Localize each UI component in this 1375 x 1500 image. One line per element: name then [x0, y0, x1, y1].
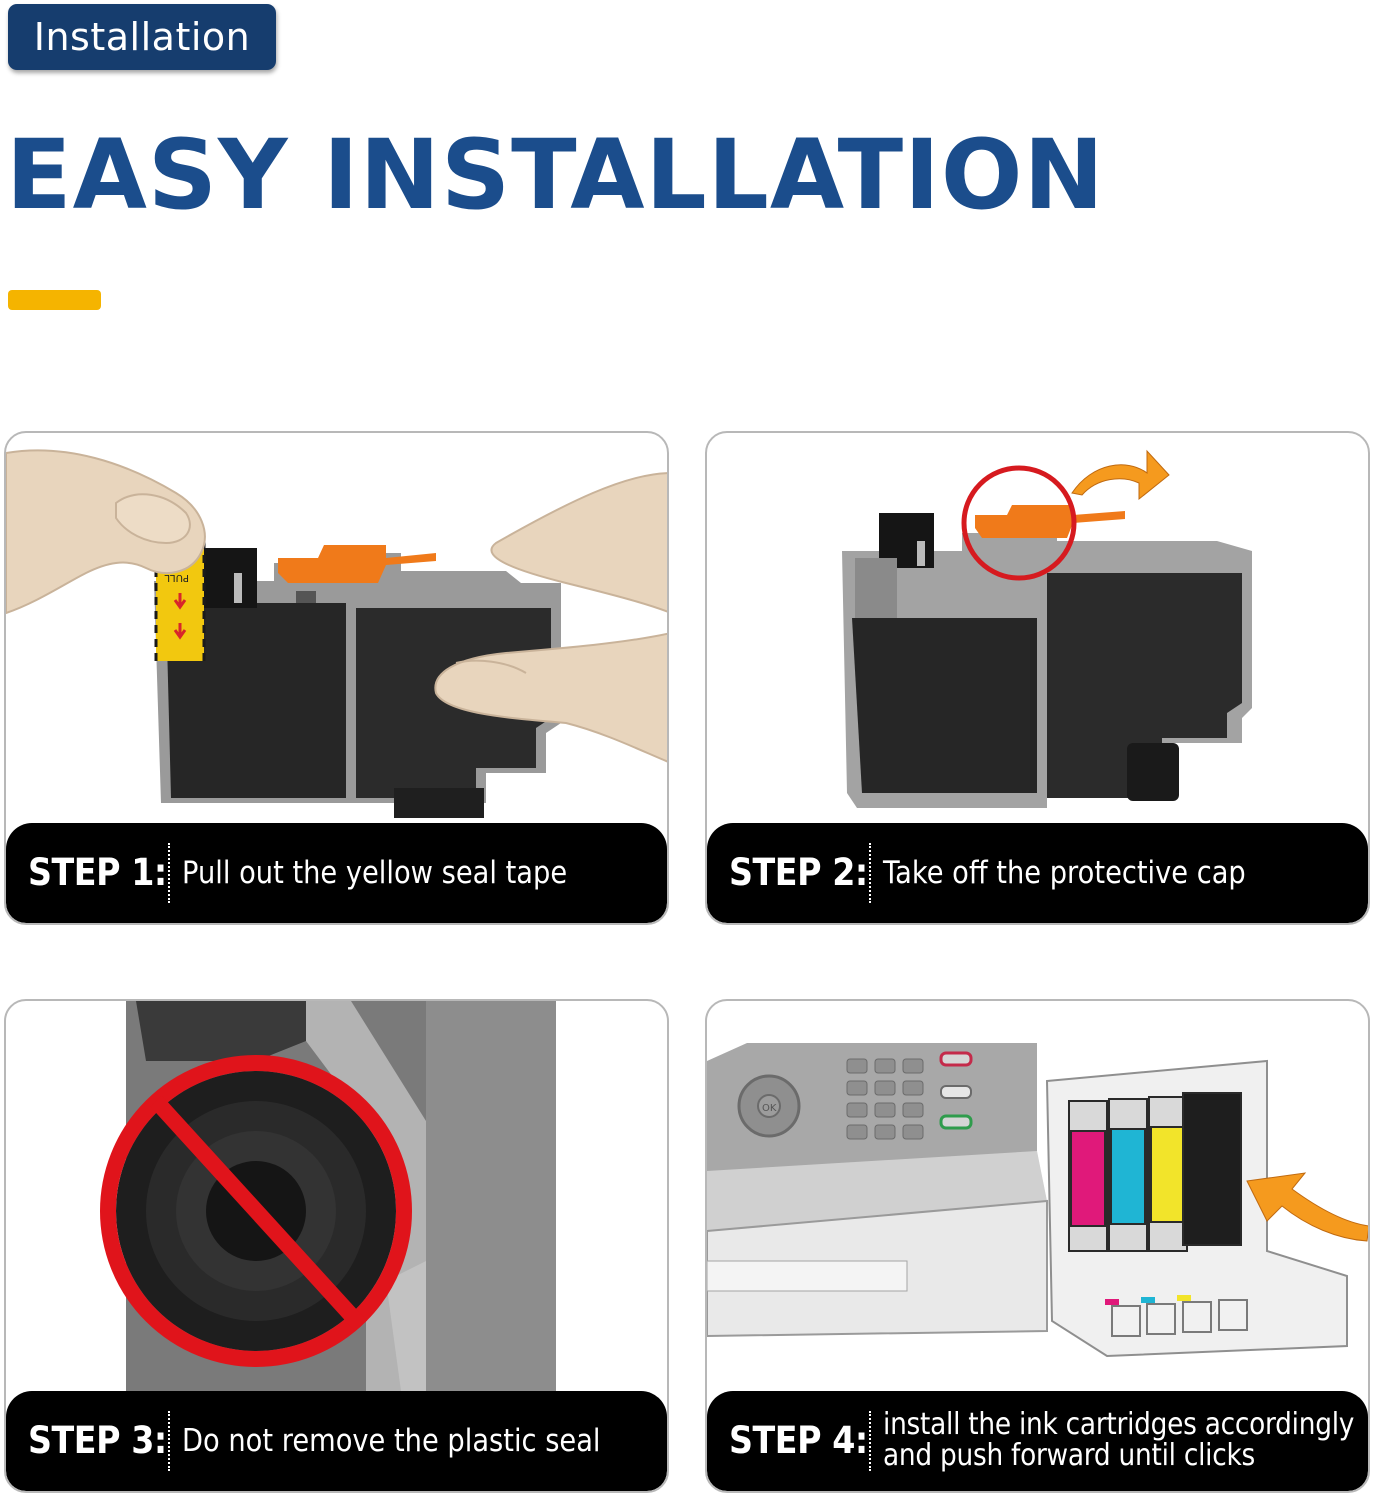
step-1-band: STEP 1: Pull out the yellow seal tape — [6, 823, 667, 923]
step-4-label: STEP 4: — [729, 1419, 868, 1462]
step-3-illustration — [100, 1001, 556, 1391]
step-2-card: STEP 2: Take off the protective cap — [705, 431, 1370, 925]
page-title: EASY INSTALLATION — [6, 119, 1105, 231]
step-2-label: STEP 2: — [729, 851, 868, 894]
step-1-text: Pull out the yellow seal tape — [182, 855, 568, 891]
step-4-illustration: OK — [707, 1043, 1368, 1358]
step-2-band: STEP 2: Take off the protective cap — [707, 823, 1368, 923]
step-2-text: Take off the protective cap — [883, 855, 1246, 891]
step-2-illustration — [842, 449, 1252, 808]
step-1-label: STEP 1: — [28, 851, 167, 894]
pull-tape-label: PULL — [164, 572, 189, 583]
step-3-text: Do not remove the plastic seal — [182, 1423, 601, 1459]
step-4-band: STEP 4: install the ink cartridges accor… — [707, 1391, 1368, 1491]
step-4-divider — [869, 1411, 871, 1471]
ok-button-label: OK — [762, 1103, 777, 1114]
step-3-divider — [168, 1411, 170, 1471]
accent-bar — [8, 290, 101, 310]
step-2-divider — [869, 843, 871, 903]
step-1-card: PULL STEP 1: Pull out the yellow seal ta… — [4, 431, 669, 925]
step-4-text: install the ink cartridges accordingly a… — [883, 1407, 1355, 1473]
step-1-illustration: PULL — [6, 449, 667, 818]
step-3-card: STEP 3: Do not remove the plastic seal — [4, 999, 669, 1493]
step-4-card: OK STEP 4: install the ink c — [705, 999, 1370, 1493]
step-3-band: STEP 3: Do not remove the plastic seal — [6, 1391, 667, 1491]
installation-tag: Installation — [8, 4, 276, 70]
step-1-divider — [168, 843, 170, 903]
step-3-label: STEP 3: — [28, 1419, 167, 1462]
